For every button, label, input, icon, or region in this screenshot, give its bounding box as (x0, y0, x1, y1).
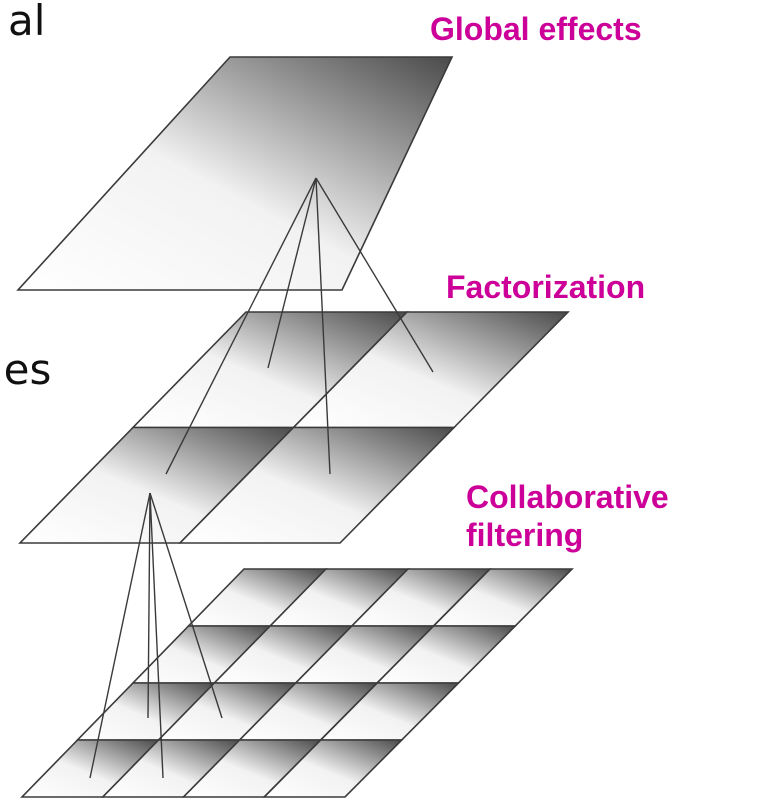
connector-line (315, 177, 434, 373)
connector-line (315, 177, 331, 475)
factorization-cell (178, 426, 456, 544)
label-global-effects: Global effects (430, 11, 642, 47)
cut-off-text-top: al (8, 0, 46, 45)
connector-line (267, 177, 317, 369)
layer-cells (16, 56, 574, 798)
cut-off-text-middle: ies (0, 345, 52, 394)
global-cell (16, 56, 454, 291)
connector-lines (89, 177, 434, 779)
label-factorization: Factorization (446, 269, 646, 305)
label-collaborative-filtering: Collaborative filtering (466, 479, 669, 553)
connector-line (149, 492, 164, 779)
collaborative-cell (262, 739, 404, 798)
connector-line (89, 492, 151, 779)
connector-line (149, 492, 223, 719)
connector-line (165, 177, 317, 475)
connector-line (147, 492, 151, 719)
